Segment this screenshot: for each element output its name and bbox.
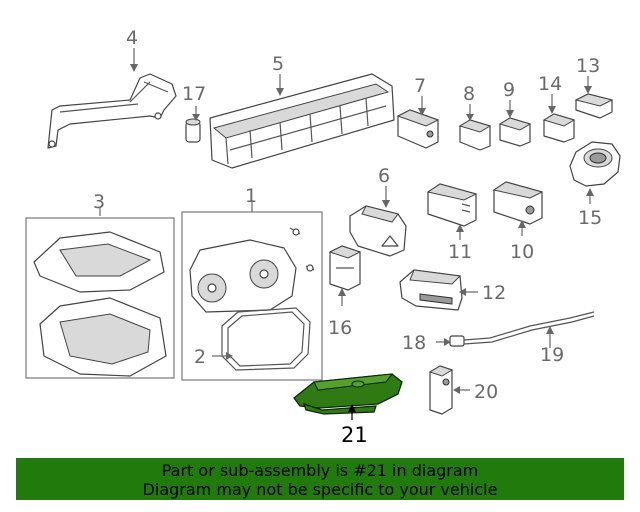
callout-12: 12 <box>482 282 506 304</box>
callout-15: 15 <box>578 207 602 229</box>
part-17-clip <box>185 118 201 143</box>
part-8-switch <box>458 119 492 151</box>
part-5-control-panel <box>209 73 395 169</box>
callout-1: 1 <box>245 185 257 207</box>
part-18-connector <box>449 335 465 347</box>
callout-4: 4 <box>126 27 138 49</box>
part-14-switch <box>542 113 576 143</box>
callout-21: 21 <box>341 423 368 447</box>
parts-diagram: 4 17 5 7 8 9 14 <box>25 27 621 447</box>
callout-7: 7 <box>414 75 426 97</box>
part-4-bracket <box>47 73 177 149</box>
part-19-cable <box>463 311 595 345</box>
part-6-hazard-switch <box>349 205 407 257</box>
info-banner: Part or sub-assembly is #21 in diagram D… <box>16 458 624 500</box>
banner-line-2: Diagram may not be specific to your vehi… <box>142 480 498 499</box>
callout-9: 9 <box>503 79 515 101</box>
part-9-switch <box>498 117 532 147</box>
callout-10: 10 <box>510 241 534 263</box>
part-3-glove-box <box>33 231 167 377</box>
part-20-sensor <box>428 365 454 415</box>
callout-19: 19 <box>540 344 564 366</box>
banner-line-1: Part or sub-assembly is #21 in diagram <box>161 461 479 480</box>
callout-13: 13 <box>576 55 600 77</box>
part-12-control-unit <box>399 269 463 311</box>
part-21-highlighted-module <box>293 373 403 415</box>
callout-8: 8 <box>463 83 475 105</box>
part-15-start-button <box>569 141 621 187</box>
callout-14: 14 <box>538 73 562 95</box>
callout-20: 20 <box>474 381 498 403</box>
callout-17: 17 <box>182 83 206 105</box>
part-1-instrument-cluster <box>189 227 315 313</box>
part-7-switch <box>396 109 440 149</box>
part-16-switch <box>328 245 362 291</box>
callout-6: 6 <box>378 165 390 187</box>
callout-18: 18 <box>402 332 426 354</box>
callout-5: 5 <box>272 53 284 75</box>
callout-3: 3 <box>93 191 105 213</box>
part-10-switch <box>492 181 544 225</box>
part-13-switch <box>574 93 614 119</box>
callout-2: 2 <box>194 346 206 368</box>
part-2-lens <box>221 307 311 371</box>
part-11-switch <box>426 183 478 227</box>
part-3-box <box>25 217 175 379</box>
callout-11: 11 <box>448 241 472 263</box>
callout-16: 16 <box>328 317 352 339</box>
